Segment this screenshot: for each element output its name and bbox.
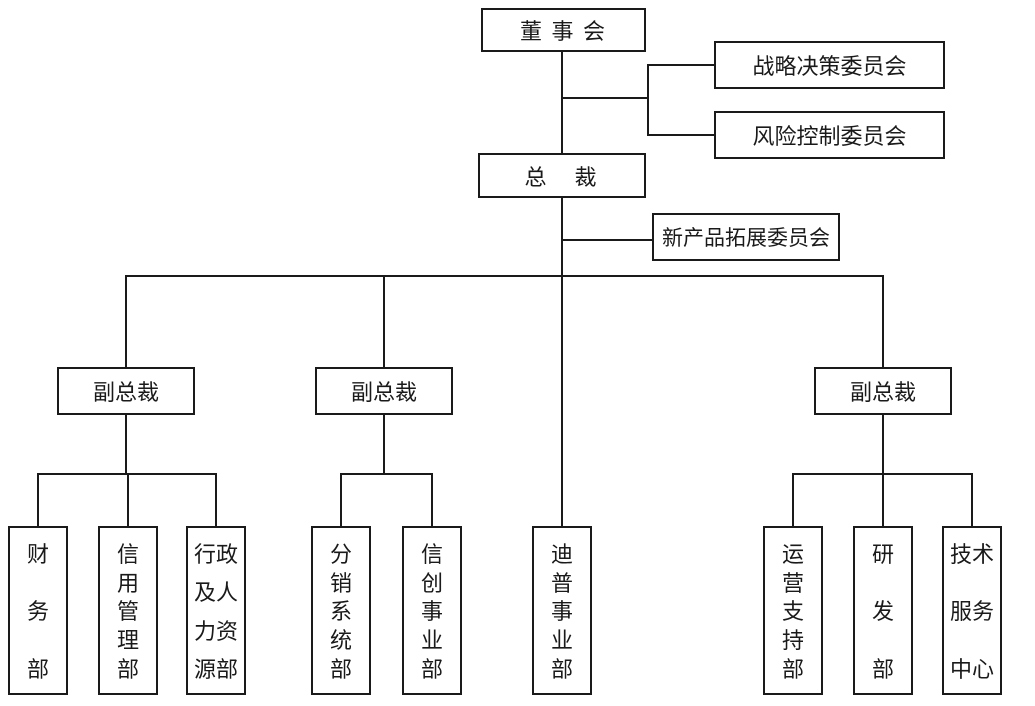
connector-vp-left-stem xyxy=(125,415,127,475)
connector-newproduct-stub xyxy=(561,239,652,241)
node-tech-service-center: 技术服务中心 xyxy=(942,526,1002,695)
node-operations-support-dept: 运营支持部 xyxy=(763,526,823,695)
node-vp-middle: 副总裁 xyxy=(315,367,453,415)
connector-president-trunk xyxy=(561,198,563,527)
connector-vp-middle-stem xyxy=(383,415,385,475)
node-admin-hr-dept: 行政及人力资源部 xyxy=(186,526,246,695)
connector-drop-tech xyxy=(971,473,973,526)
node-rd-dept: 研发部 xyxy=(853,526,913,695)
node-board-of-directors: 董 事 会 xyxy=(481,8,646,52)
node-credit-management-dept: 信用管理部 xyxy=(98,526,158,695)
node-risk-control-committee: 风险控制委员会 xyxy=(714,111,945,159)
node-strategy-decision-committee: 战略决策委员会 xyxy=(714,41,945,89)
connector-strategy-stub xyxy=(647,64,714,66)
connector-main-splitter xyxy=(125,275,884,277)
node-vp-left: 副总裁 xyxy=(57,367,195,415)
connector-drop-vp-left xyxy=(125,275,127,367)
connector-drop-credit xyxy=(127,473,129,526)
node-finance-dept: 财务部 xyxy=(8,526,68,695)
node-xinchuang-business-dept: 信创事业部 xyxy=(402,526,462,695)
node-dipu-business-dept: 迪普事业部 xyxy=(532,526,592,695)
connector-board-committees-branch xyxy=(561,97,649,99)
node-distribution-system-dept: 分销系统部 xyxy=(311,526,371,695)
connector-board-president xyxy=(561,52,563,153)
connector-drop-xinchuang xyxy=(431,473,433,526)
connector-drop-distribution xyxy=(340,473,342,526)
connector-vp-right-stem xyxy=(882,415,884,475)
node-president: 总 裁 xyxy=(478,153,646,198)
connector-drop-vp-right xyxy=(882,275,884,367)
node-vp-right: 副总裁 xyxy=(814,367,952,415)
node-new-product-committee: 新产品拓展委员会 xyxy=(652,213,840,261)
connector-risk-stub xyxy=(647,134,714,136)
connector-middle-group-splitter xyxy=(340,473,433,475)
connector-drop-finance xyxy=(37,473,39,526)
connector-committees-vertical xyxy=(647,64,649,136)
connector-drop-vp-middle xyxy=(383,275,385,367)
connector-drop-rd xyxy=(882,473,884,526)
connector-drop-ops xyxy=(792,473,794,526)
connector-drop-adminhr xyxy=(215,473,217,526)
